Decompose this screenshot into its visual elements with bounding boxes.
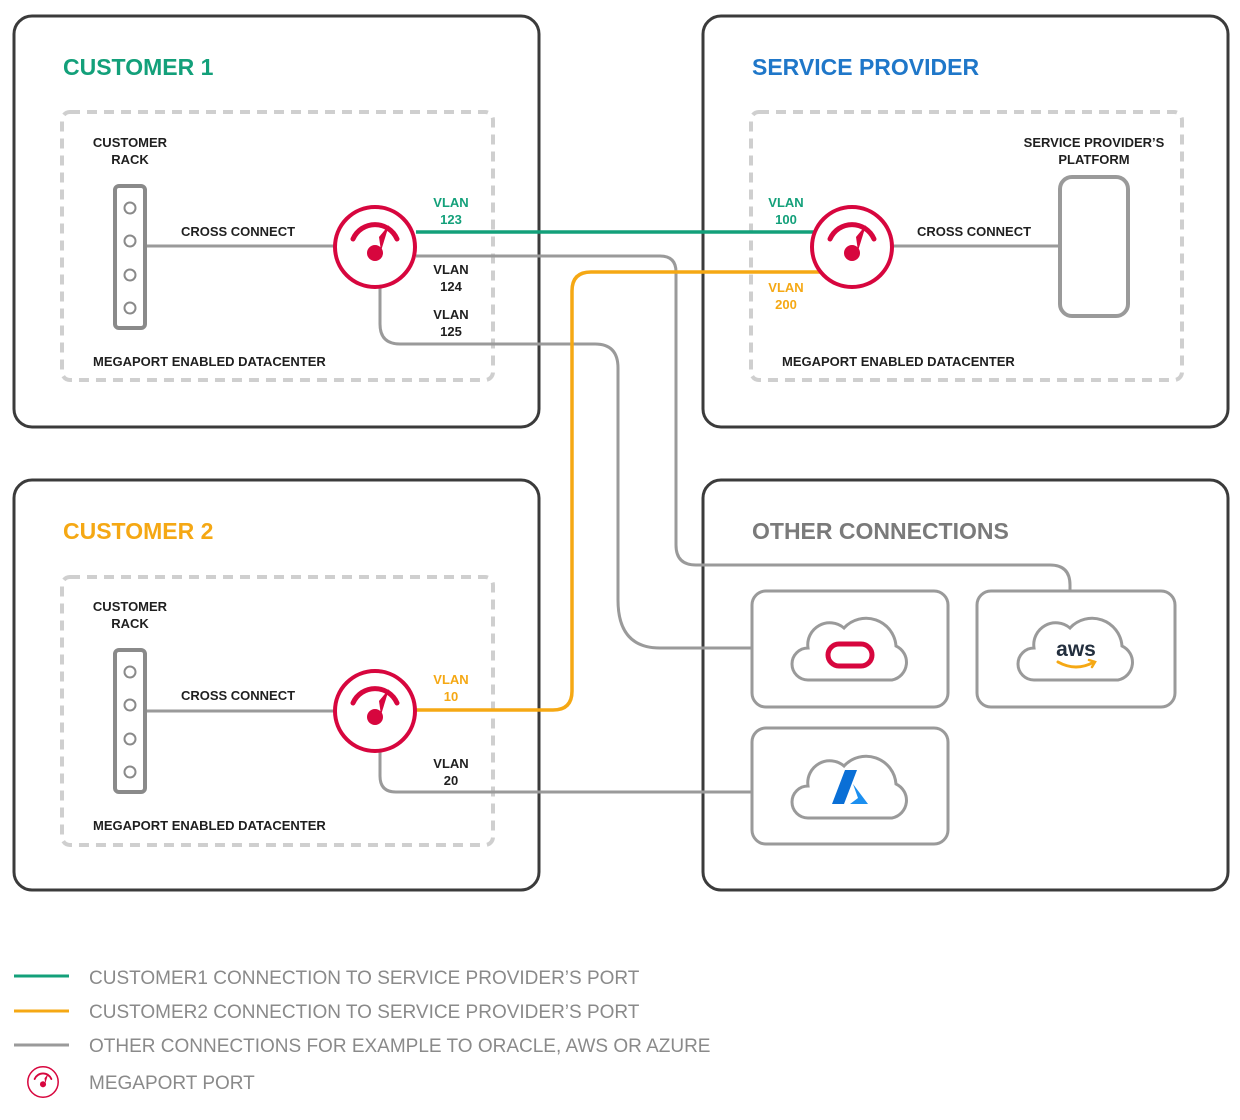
customer2-rack-label-line1: CUSTOMER [93, 599, 168, 614]
other-connections-box [701, 478, 1230, 892]
grey-connection-vlan125-oracle [378, 288, 752, 650]
vlan-100-label-line2: 100 [775, 212, 797, 227]
oracle-cloud-icon [790, 616, 908, 682]
legend-megaport-port-icon [26, 1065, 60, 1099]
customer1-rack-icon [113, 184, 147, 330]
provider-platform-box [1058, 175, 1130, 318]
megaport-port-customer1-icon [335, 207, 415, 287]
legend-item-other: OTHER CONNECTIONS FOR EXAMPLE TO ORACLE,… [89, 1036, 710, 1057]
customer2-datacenter-label: MEGAPORT ENABLED DATACENTER [93, 818, 326, 833]
customer1-rack-label-line2: RACK [111, 152, 149, 167]
megaport-port-provider-icon [812, 207, 892, 287]
provider-datacenter-label: MEGAPORT ENABLED DATACENTER [782, 354, 1015, 369]
vlan-125-label-line2: 125 [440, 324, 462, 339]
customer1-title: CUSTOMER 1 [63, 54, 214, 80]
aws-cloud-icon: aws [1016, 616, 1134, 682]
service-provider-box [701, 14, 1230, 429]
customer2-cross-connect-label: CROSS CONNECT [181, 688, 295, 703]
orange-connection-line [416, 270, 822, 712]
other-connections-title: OTHER CONNECTIONS [752, 518, 1009, 544]
customer1-rack-label-line1: CUSTOMER [93, 135, 168, 150]
vlan-123-label-line2: 123 [440, 212, 462, 227]
customer1-box [12, 14, 541, 429]
service-provider-title: SERVICE PROVIDER [752, 54, 979, 80]
grey-connection-vlan124-aws [416, 254, 1072, 590]
aws-logo-text: aws [1056, 638, 1096, 661]
customer1-datacenter-dashed [60, 110, 495, 382]
grey-connection-vlan20-azure [378, 752, 752, 794]
customer1-datacenter-label: MEGAPORT ENABLED DATACENTER [93, 354, 326, 369]
vlan-100-label-line1: VLAN [768, 195, 803, 210]
provider-platform-label-line2: PLATFORM [1058, 152, 1129, 167]
legend-item-megaport-port: MEGAPORT PORT [89, 1073, 255, 1094]
provider-cross-connect-label: CROSS CONNECT [917, 224, 1031, 239]
azure-cloud-icon [790, 754, 908, 820]
vlan-10-label-line2: 10 [444, 689, 458, 704]
customer2-box [12, 478, 541, 892]
customer1-cross-connect-label: CROSS CONNECT [181, 224, 295, 239]
customer2-title: CUSTOMER 2 [63, 518, 213, 544]
vlan-200-label-line1: VLAN [768, 280, 803, 295]
customer2-rack-icon [113, 648, 147, 794]
vlan-200-label-line2: 200 [775, 297, 797, 312]
vlan-124-label-line1: VLAN [433, 262, 468, 277]
customer2-rack-label-line2: RACK [111, 616, 149, 631]
megaport-port-customer2-icon [335, 671, 415, 751]
vlan-124-label-line2: 124 [440, 279, 462, 294]
vlan-20-label-line2: 20 [444, 773, 458, 788]
provider-platform-label-line1: SERVICE PROVIDER’S [1024, 135, 1165, 150]
provider-datacenter-dashed [749, 110, 1184, 382]
legend-item-customer1: CUSTOMER1 CONNECTION TO SERVICE PROVIDER… [89, 968, 640, 989]
vlan-20-label-line1: VLAN [433, 756, 468, 771]
vlan-125-label-line1: VLAN [433, 307, 468, 322]
vlan-123-label-line1: VLAN [433, 195, 468, 210]
legend-item-customer2: CUSTOMER2 CONNECTION TO SERVICE PROVIDER… [89, 1002, 640, 1023]
vlan-10-label-line1: VLAN [433, 672, 468, 687]
